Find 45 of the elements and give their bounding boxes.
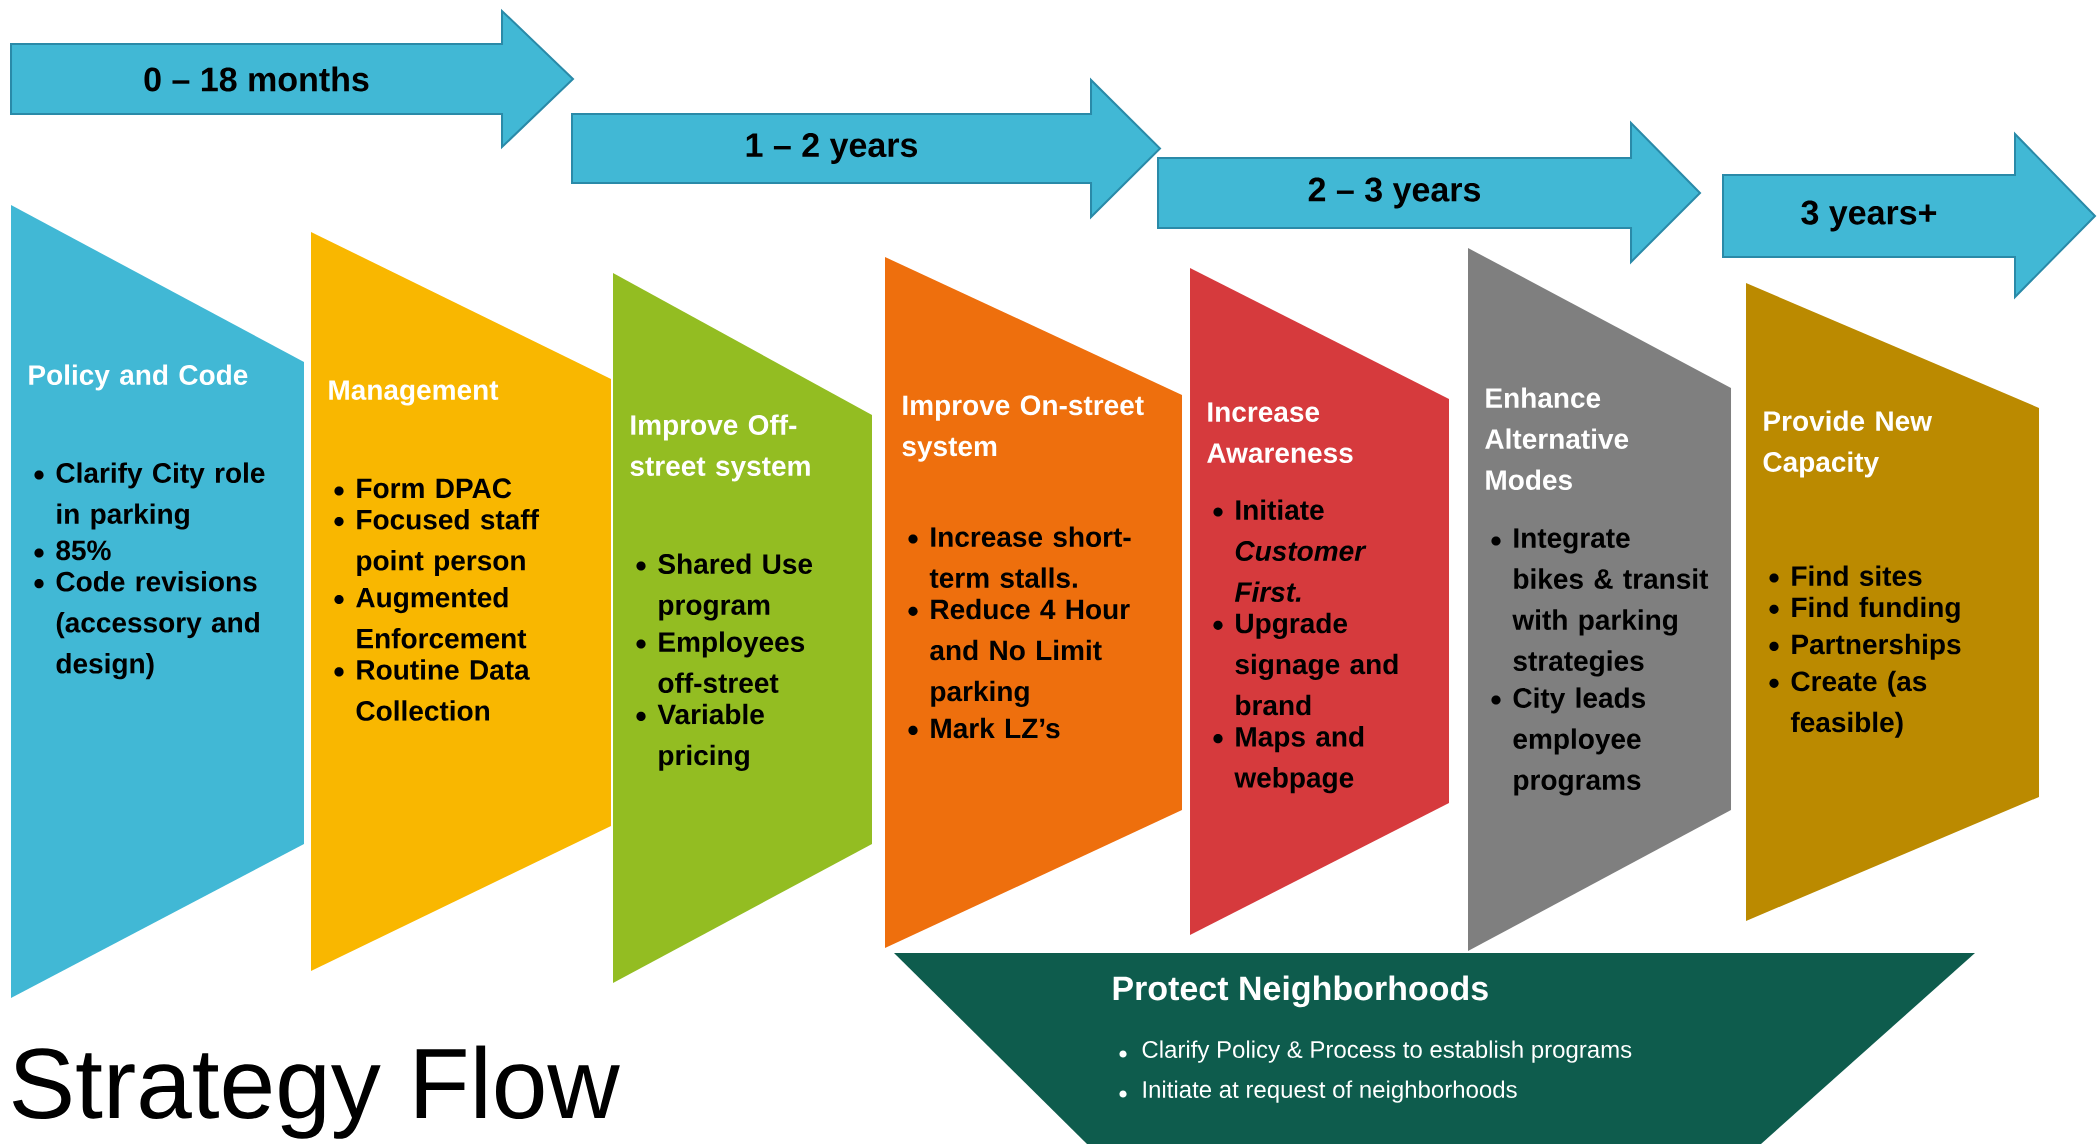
bullet-item: Employees off-street [658, 631, 805, 693]
period-banner: 3 years+ [1722, 131, 2097, 300]
bullet-item: Increase short-term stalls. [929, 526, 1131, 588]
panel-heading: Management [329, 380, 499, 406]
trapezoid-panel [1746, 283, 2039, 921]
period-banner: 0 – 18 months [10, 8, 575, 150]
panel-heading: Provide New Capacity [1763, 410, 1933, 478]
bullet-item: Partnerships [1792, 633, 1961, 660]
trapezoid-panel [11, 205, 304, 998]
trapezoid-panel [885, 257, 1182, 948]
trapezoid-panel [613, 273, 872, 983]
bullet-item: Code revisions (accessory and design) [56, 571, 259, 680]
panel-heading: Enhance Alternative Modes [1485, 387, 1629, 490]
bullet-item: 85% [56, 540, 111, 561]
bullet-item: Variable pricing [657, 703, 764, 771]
bullet-item: Clarify City role in parking [56, 462, 265, 530]
page-title: Strategy Flow [12, 1045, 620, 1139]
bullet-item: Maps and webpage [1234, 726, 1364, 794]
bullet-item: Focused staff point person [357, 509, 540, 577]
bullet-item: Initiate at request of neighborhoods [1143, 1080, 1517, 1103]
period-banner: 2 – 3 years [1157, 120, 1702, 265]
bullet-item: Shared Use program [658, 553, 813, 621]
bullet-item: City leads employee programs [1513, 687, 1646, 796]
panel-heading: Improve Off-street system [630, 414, 810, 482]
bullet-item: Integrate bikes & transit with parking strategies [1512, 528, 1709, 677]
period-banner: 1 – 2 years [571, 77, 1162, 220]
bullet-item: Routine Data Collection [356, 659, 530, 721]
trapezoid-panel [311, 232, 611, 971]
bullet-item: Upgrade signage and brand [1235, 612, 1398, 716]
bullet-item: Form DPAC [357, 478, 512, 499]
bullet-item: Find funding [1792, 596, 1960, 623]
trapezoid-panel [1190, 268, 1449, 935]
bullet-item: Find sites [1792, 565, 1922, 586]
bullet-item: Augmented Enforcement [356, 586, 527, 649]
bullet-item: Mark LZ’s [931, 717, 1060, 739]
bullet-item: Reduce 4 Hour and No Limit parking [930, 598, 1130, 707]
band-heading: Protect Neighborhoods [1113, 975, 1488, 1008]
bullet-item: Initiate Customer First. [1234, 499, 1367, 602]
panel-heading: Increase Awareness [1207, 402, 1353, 463]
panel-heading: Improve On-street system [902, 395, 1144, 462]
trapezoid-band [894, 953, 1975, 1144]
trapezoid-panel [1468, 248, 1731, 951]
bullet-item: Clarify Policy & Process to establish programs [1142, 1040, 1632, 1063]
bullet-item: Create (as feasible) [1790, 670, 1927, 738]
panel-heading: Policy and Code [29, 364, 248, 391]
